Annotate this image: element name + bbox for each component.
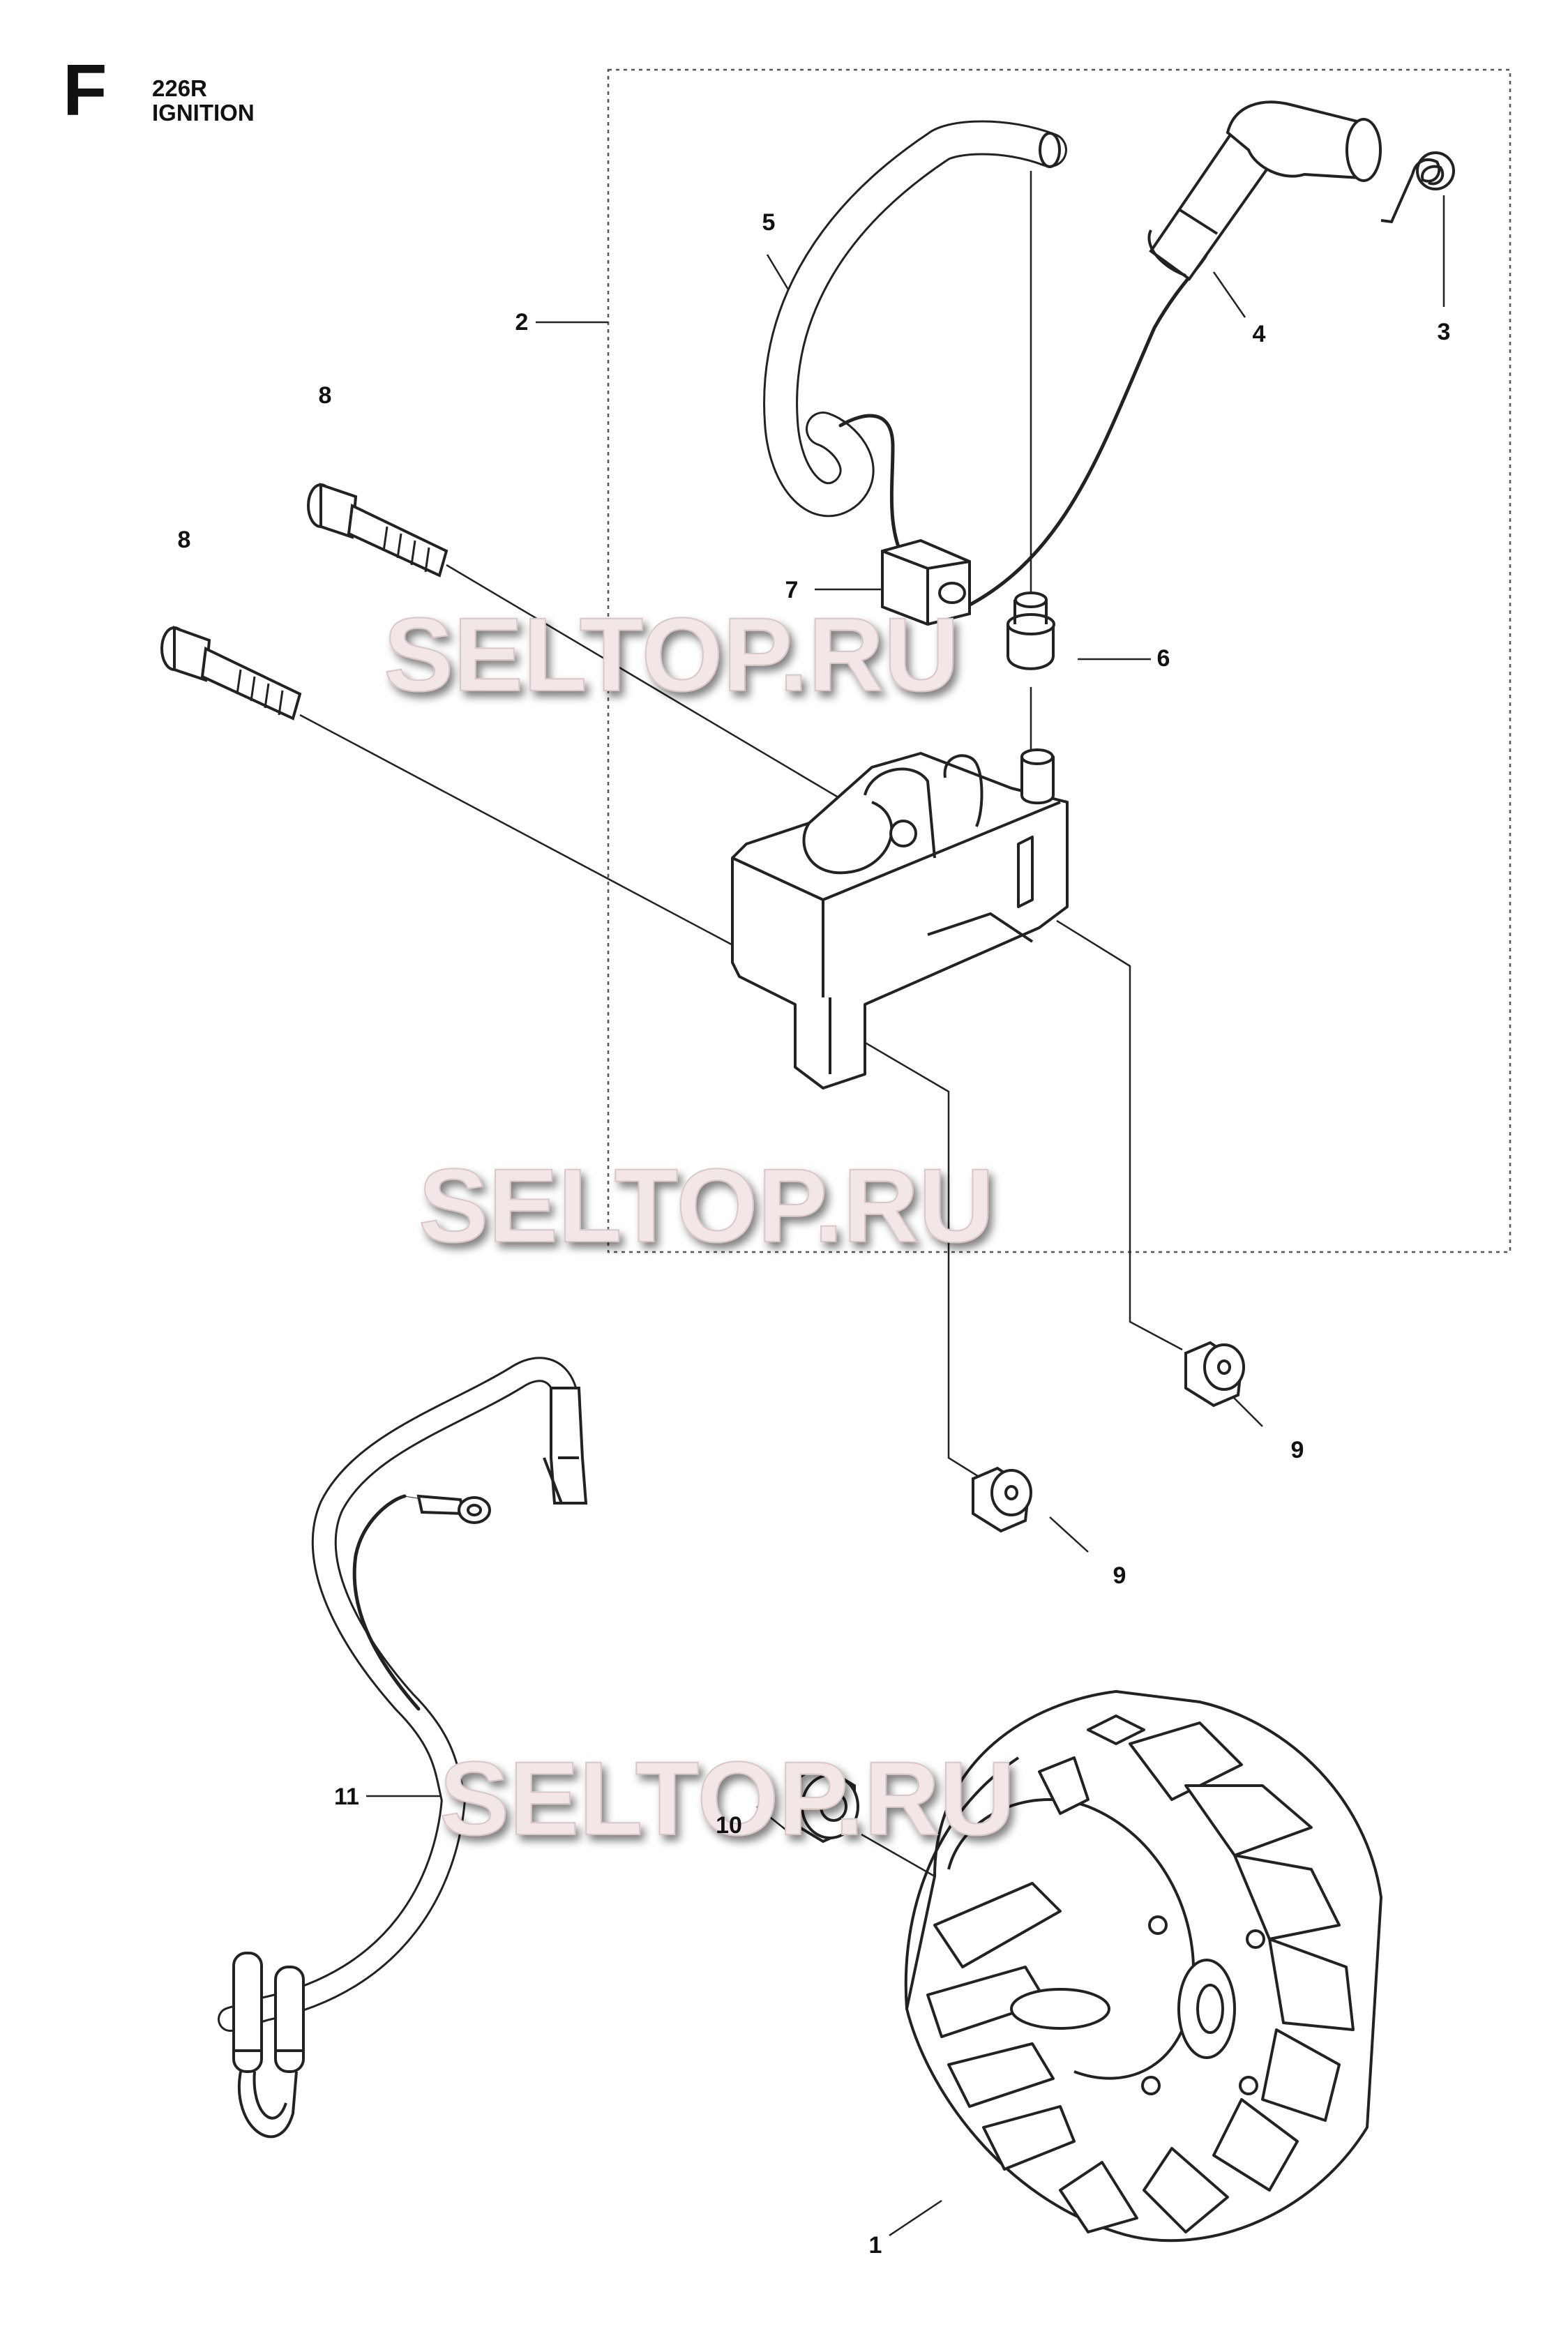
screw-part-8-upper bbox=[307, 483, 448, 578]
washer-part-10 bbox=[786, 1763, 859, 1844]
screw-part-8-lower bbox=[160, 626, 302, 721]
section-title: IGNITION bbox=[152, 100, 255, 126]
callout-3: 3 bbox=[1438, 319, 1451, 345]
callout-labels: 1 2 3 4 5 6 7 8 8 9 9 10 11 bbox=[178, 209, 1451, 2259]
callout-5: 5 bbox=[762, 209, 776, 236]
ignition-module-part-2 bbox=[731, 748, 1069, 1090]
callout-6: 6 bbox=[1157, 645, 1170, 672]
ignition-lead-part-5 bbox=[763, 120, 1209, 613]
callout-10: 10 bbox=[716, 1812, 742, 1839]
callout-9-right: 9 bbox=[1291, 1437, 1304, 1463]
watermark-1: SELTOP.RU bbox=[384, 596, 959, 713]
clip-part-7 bbox=[881, 538, 971, 626]
flywheel-part-1 bbox=[904, 1690, 1382, 2242]
cable-eyelet-terminal bbox=[416, 1494, 491, 1524]
spring-part-3 bbox=[1380, 151, 1455, 224]
cable-part-11 bbox=[218, 1357, 578, 2032]
callout-1: 1 bbox=[869, 2232, 882, 2259]
watermark-3: SELTOP.RU bbox=[439, 1740, 1015, 1857]
callout-4: 4 bbox=[1253, 321, 1266, 347]
watermarks: SELTOP.RU SELTOP.RU SELTOP.RU bbox=[383, 595, 1016, 1857]
section-letter: F bbox=[63, 50, 107, 131]
bushing-part-9-right bbox=[1184, 1341, 1245, 1408]
callout-11: 11 bbox=[334, 1784, 359, 1810]
bushing-part-9-left bbox=[972, 1466, 1032, 1533]
model-number: 226R bbox=[152, 75, 207, 101]
callout-7: 7 bbox=[785, 577, 799, 603]
watermark-2: SELTOP.RU bbox=[419, 1147, 994, 1264]
spark-plug-cap-part-4 bbox=[1147, 100, 1382, 281]
callout-2: 2 bbox=[515, 309, 529, 336]
callout-8-lower: 8 bbox=[178, 527, 191, 553]
cable-spade-connector bbox=[543, 1387, 588, 1505]
cable-bullet-connectors bbox=[232, 1952, 305, 2139]
grommet-part-6 bbox=[1007, 591, 1055, 670]
callout-9-left: 9 bbox=[1113, 1562, 1126, 1589]
callout-8-upper: 8 bbox=[319, 382, 332, 409]
